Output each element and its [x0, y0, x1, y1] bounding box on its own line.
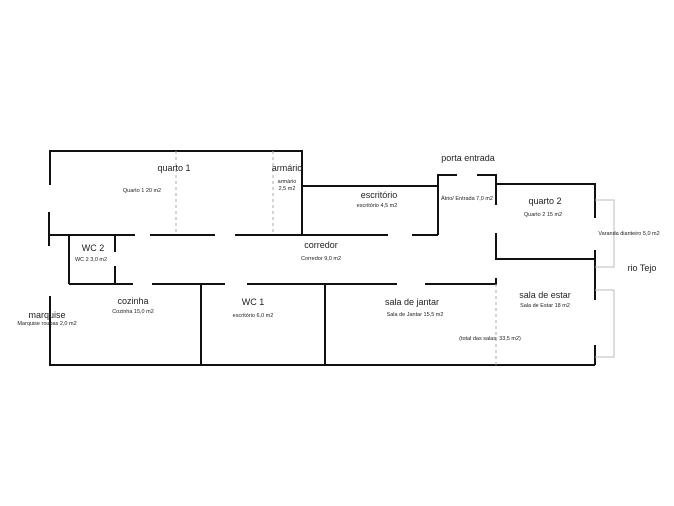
room-escritorio-label: escritório: [361, 190, 398, 200]
total-salas-note: (total das salas: 33,5 m2): [459, 336, 521, 342]
room-wc1-area: escritório 6,0 m2: [233, 313, 274, 319]
room-wc1-label: WC 1: [242, 297, 265, 307]
walls: [48, 150, 596, 366]
room-atrio-area: Átrio/ Entrada 7,0 m2: [441, 195, 493, 202]
room-sala-jantar-label: sala de jantar: [385, 297, 439, 307]
balcony-brackets: [595, 199, 615, 358]
room-sala-jantar-area: Sala de Jantar 15,5 m2: [387, 312, 444, 318]
rio-tejo-label: rio Tejo: [628, 263, 657, 273]
room-quarto2-label: quarto 2: [528, 196, 561, 206]
porta-entrada-label: porta entrada: [441, 153, 495, 163]
room-corredor-area: Corredor 9,0 m2: [301, 256, 341, 262]
room-wc2-label: WC 2: [82, 243, 105, 253]
room-quarto1-label: quarto 1: [157, 163, 190, 173]
room-cozinha-label: cozinha: [117, 296, 148, 306]
room-armario-area-2: 2,5 m2: [279, 186, 296, 192]
room-armario-area-1: armário: [278, 179, 297, 185]
room-escritorio-area: escritório 4,5 m2: [357, 203, 398, 209]
room-quarto2-area: Quarto 2 15 m2: [524, 212, 562, 218]
room-wc2-area: WC 2 3,0 m2: [75, 257, 107, 263]
room-sala-estar-area: Sala de Estar 18 m2: [520, 303, 570, 309]
room-sala-estar-label: sala de estar: [519, 290, 571, 300]
room-armario-label: armário: [272, 163, 303, 173]
dashed-dividers: [175, 151, 497, 365]
room-marquise-label: marquise: [28, 310, 65, 320]
room-quarto1-area: Quarto 1 20 m2: [123, 188, 161, 194]
room-varanda-area: Varanda dianteiro 5,0 m2: [598, 231, 659, 237]
room-cozinha-area: Cozinha 15,0 m2: [112, 309, 154, 315]
room-corredor-label: corredor: [304, 240, 338, 250]
room-marquise-area: Marquise roupas 2,0 m2: [17, 321, 76, 327]
